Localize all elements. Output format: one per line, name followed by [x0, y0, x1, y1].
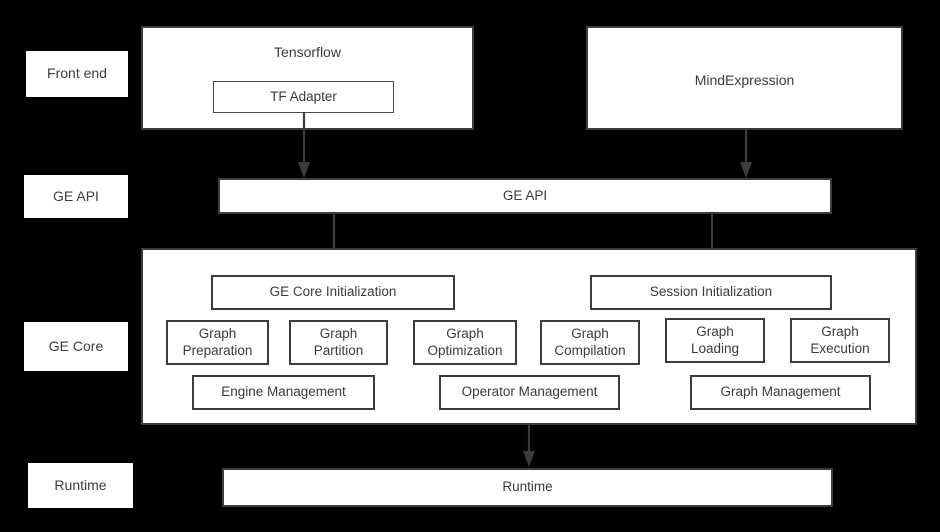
graph-preparation-label: Graph Preparation: [182, 325, 253, 358]
stage-label-ge-core-text: GE Core: [48, 337, 104, 354]
ge-api-bar[interactable]: GE API: [218, 178, 832, 214]
arrow-ge-core-to-runtime: [520, 425, 538, 469]
graph-preparation-box[interactable]: Graph Preparation: [166, 320, 269, 365]
engine-management-box[interactable]: Engine Management: [192, 375, 375, 410]
graph-partition-label: Graph Partition: [313, 325, 364, 358]
session-initialization-label: Session Initialization: [649, 284, 773, 300]
stage-label-front-end-text: Front end: [47, 65, 107, 82]
mindexpression-panel: MindExpression: [586, 26, 903, 130]
runtime-bar-label: Runtime: [502, 479, 553, 495]
graph-loading-label: Graph Loading: [690, 323, 740, 356]
stage-label-ge-core: GE Core: [24, 322, 128, 371]
graph-loading-box[interactable]: Graph Loading: [665, 318, 765, 363]
graph-partition-box[interactable]: Graph Partition: [289, 320, 388, 365]
graph-management-label: Graph Management: [720, 384, 841, 400]
stage-label-runtime-text: Runtime: [54, 476, 107, 493]
session-initialization-box[interactable]: Session Initialization: [590, 275, 832, 310]
graph-optimization-box[interactable]: Graph Optimization: [413, 320, 517, 365]
arrow-mindexpression-to-ge-api: [737, 130, 755, 180]
graph-execution-box[interactable]: Graph Execution: [790, 318, 890, 363]
stage-label-front-end: Front end: [26, 51, 128, 97]
arrow-tf-adapter-to-ge-api: [295, 112, 313, 180]
tensorflow-panel-title: Tensorflow: [274, 44, 341, 60]
mindexpression-panel-title: MindExpression: [694, 72, 795, 88]
graph-compilation-box[interactable]: Graph Compilation: [540, 320, 640, 365]
ge-core-initialization-box[interactable]: GE Core Initialization: [211, 275, 455, 310]
stage-label-ge-api: GE API: [24, 175, 128, 218]
graph-compilation-label: Graph Compilation: [554, 325, 626, 358]
ge-core-initialization-label: GE Core Initialization: [269, 284, 397, 300]
runtime-bar[interactable]: Runtime: [222, 468, 833, 507]
operator-management-box[interactable]: Operator Management: [439, 375, 620, 410]
stage-label-runtime: Runtime: [28, 463, 133, 508]
stage-label-ge-api-text: GE API: [53, 187, 99, 204]
tf-adapter-box[interactable]: TF Adapter: [213, 81, 394, 113]
engine-management-label: Engine Management: [221, 384, 346, 400]
tf-adapter-label: TF Adapter: [270, 88, 337, 104]
operator-management-label: Operator Management: [461, 384, 598, 400]
graph-optimization-label: Graph Optimization: [427, 325, 503, 358]
ge-api-bar-label: GE API: [502, 187, 548, 203]
graph-execution-label: Graph Execution: [810, 323, 870, 356]
graph-management-box[interactable]: Graph Management: [690, 375, 871, 410]
